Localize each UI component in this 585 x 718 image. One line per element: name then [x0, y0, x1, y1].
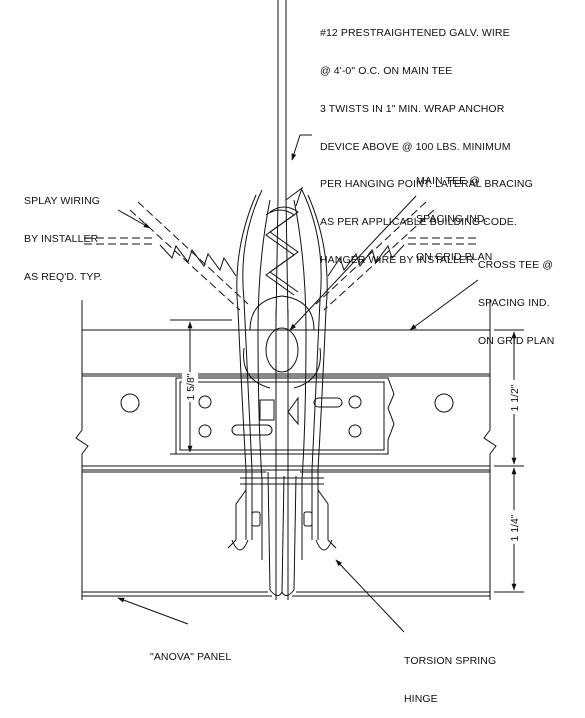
leader-lines: [117, 135, 478, 632]
note-line: BY INSTALLER: [24, 232, 99, 245]
note-line: ON GRID PLAN: [478, 334, 555, 347]
note-line: CROSS TEE @: [478, 259, 554, 272]
note-line: TORSION SPRING: [404, 655, 497, 668]
note-line: SPACING IND.: [478, 296, 550, 309]
torsion-spring-wires: [228, 190, 336, 560]
note-torsion-spring: TORSION SPRING HINGE: [404, 630, 496, 718]
note-line: #12 PRESTRAIGHTENED GALV. WIRE: [320, 27, 510, 40]
note-line: AS REQ'D. TYP.: [24, 270, 103, 283]
dim-label-panel: 1 1/4": [509, 514, 521, 541]
note-line: PER HANGING POINT. LATERAL BRACING: [320, 178, 533, 191]
main-tee-clip: [176, 378, 394, 454]
splay-wire-right: [316, 202, 480, 310]
dim-label-main-tee: 1 5/8": [185, 373, 197, 400]
note-anova-panel: "ANOVA" PANEL: [150, 626, 231, 676]
note-line: @ 4'-0" O.C. ON MAIN TEE: [320, 64, 453, 77]
dim-label-cross-tee: 1 1/2": [509, 384, 521, 411]
dimension-main-tee: [170, 320, 232, 454]
anova-panel: [82, 470, 490, 600]
dimension-labels: 1 5/8" 1 1/2" 1 1/4": [182, 372, 522, 544]
note-line: HANGER WIRE BY INSTALLER: [320, 253, 474, 266]
note-line: HINGE: [404, 692, 438, 705]
note-main-tee: MAIN TEE @ SPACING IND. ON GRID PLAN: [416, 150, 492, 276]
splay-wire-left: [84, 202, 248, 310]
note-line: AS PER APPLICABLE BUILDING CODE.: [320, 216, 517, 229]
note-line: ON GRID PLAN: [416, 250, 493, 263]
note-line: SPACING IND.: [416, 212, 488, 225]
note-line: "ANOVA" PANEL: [150, 651, 232, 664]
hanger-wire: [266, 0, 302, 320]
note-line: DEVICE ABOVE @ 100 LBS. MINIMUM: [320, 140, 511, 153]
dimension-right: [494, 330, 524, 592]
note-splay-wiring: SPLAY WIRING BY INSTALLER AS REQ'D. TYP.: [24, 170, 102, 296]
note-cross-tee: CROSS TEE @ SPACING IND. ON GRID PLAN: [478, 234, 554, 360]
ceiling-grid-detail-drawing: 1 5/8" 1 1/2" 1 1/4": [0, 0, 585, 670]
note-line: SPLAY WIRING: [24, 195, 101, 208]
note-line: MAIN TEE @: [416, 175, 480, 188]
cross-tee-body: [76, 300, 496, 470]
note-hanger-wire: #12 PRESTRAIGHTENED GALV. WIRE @ 4'-0" O…: [320, 2, 533, 279]
note-line: 3 TWISTS IN 1" MIN. WRAP ANCHOR: [320, 102, 505, 115]
main-tee-web: [244, 296, 321, 600]
